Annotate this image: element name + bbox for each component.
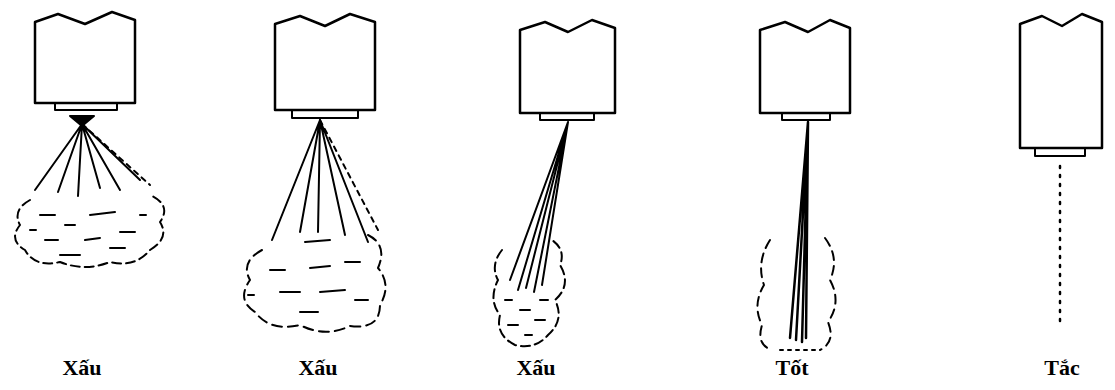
- quality-label: Tắc: [1044, 356, 1079, 380]
- nozzle-3: [493, 20, 615, 346]
- nozzle-5: [1020, 14, 1102, 322]
- quality-label: Xấu: [516, 356, 555, 380]
- nozzle-2: [244, 14, 385, 332]
- nozzle-1: [15, 12, 164, 267]
- nozzle-4: [757, 20, 850, 350]
- quality-label: Xấu: [298, 356, 337, 380]
- quality-label: Xấu: [62, 356, 101, 380]
- quality-label: Tốt: [776, 356, 809, 380]
